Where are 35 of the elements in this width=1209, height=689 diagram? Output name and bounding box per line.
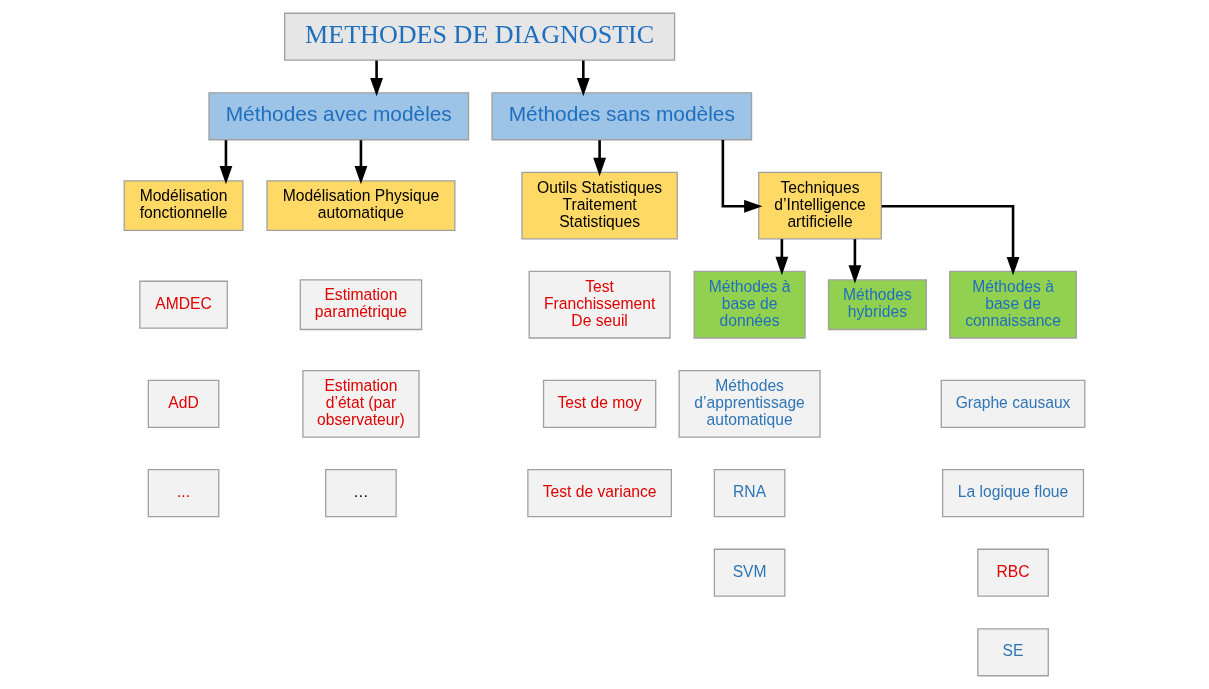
node-box: Test Franchissement De seuil xyxy=(528,270,671,339)
node-box: Test de moy xyxy=(542,379,657,428)
node-box: Méthodes avec modèles xyxy=(208,92,470,141)
arrow xyxy=(219,140,233,185)
node-box: Test de variance xyxy=(527,469,672,518)
node-box: SE xyxy=(977,628,1049,677)
arrow xyxy=(354,140,368,185)
node-box: Méthodes à base de données xyxy=(693,270,806,339)
node-box: AMDEC xyxy=(139,280,228,329)
node-box: SVM xyxy=(713,548,786,597)
node-box: Méthodes à base de connaissance xyxy=(949,270,1077,339)
node-box: AdD xyxy=(147,379,220,428)
arrow xyxy=(848,239,862,284)
node-box: ... xyxy=(147,469,220,518)
node-box: Outils Statistiques Traitement Statistiques xyxy=(521,171,678,240)
node-box: Méthodes sans modèles xyxy=(491,92,753,141)
node-box: Graphe causaux xyxy=(940,379,1086,428)
arrow xyxy=(775,239,789,276)
arrow xyxy=(370,60,383,97)
node-box: RBC xyxy=(977,548,1049,597)
node-box: Modélisation fonctionnelle xyxy=(123,180,244,232)
arrow xyxy=(881,204,1020,276)
node-box: METHODES DE DIAGNOSTIC xyxy=(284,12,676,61)
arrow xyxy=(593,140,606,177)
node-box: Techniques d’Intelligence artificielle xyxy=(758,171,882,240)
node-box: La logique floue xyxy=(941,469,1085,518)
node-box: Estimation d’état (par observateur) xyxy=(302,369,420,438)
node-box: … xyxy=(325,469,397,518)
arrow xyxy=(721,139,763,213)
arrow xyxy=(576,60,590,97)
node-box: Méthodes d’apprentissage automatique xyxy=(678,369,821,438)
node-box: Méthodes hybrides xyxy=(827,279,927,331)
node-box: RNA xyxy=(713,469,786,518)
node-box: Modélisation Physique automatique xyxy=(266,180,456,232)
node-box: Estimation paramétrique xyxy=(299,279,423,331)
